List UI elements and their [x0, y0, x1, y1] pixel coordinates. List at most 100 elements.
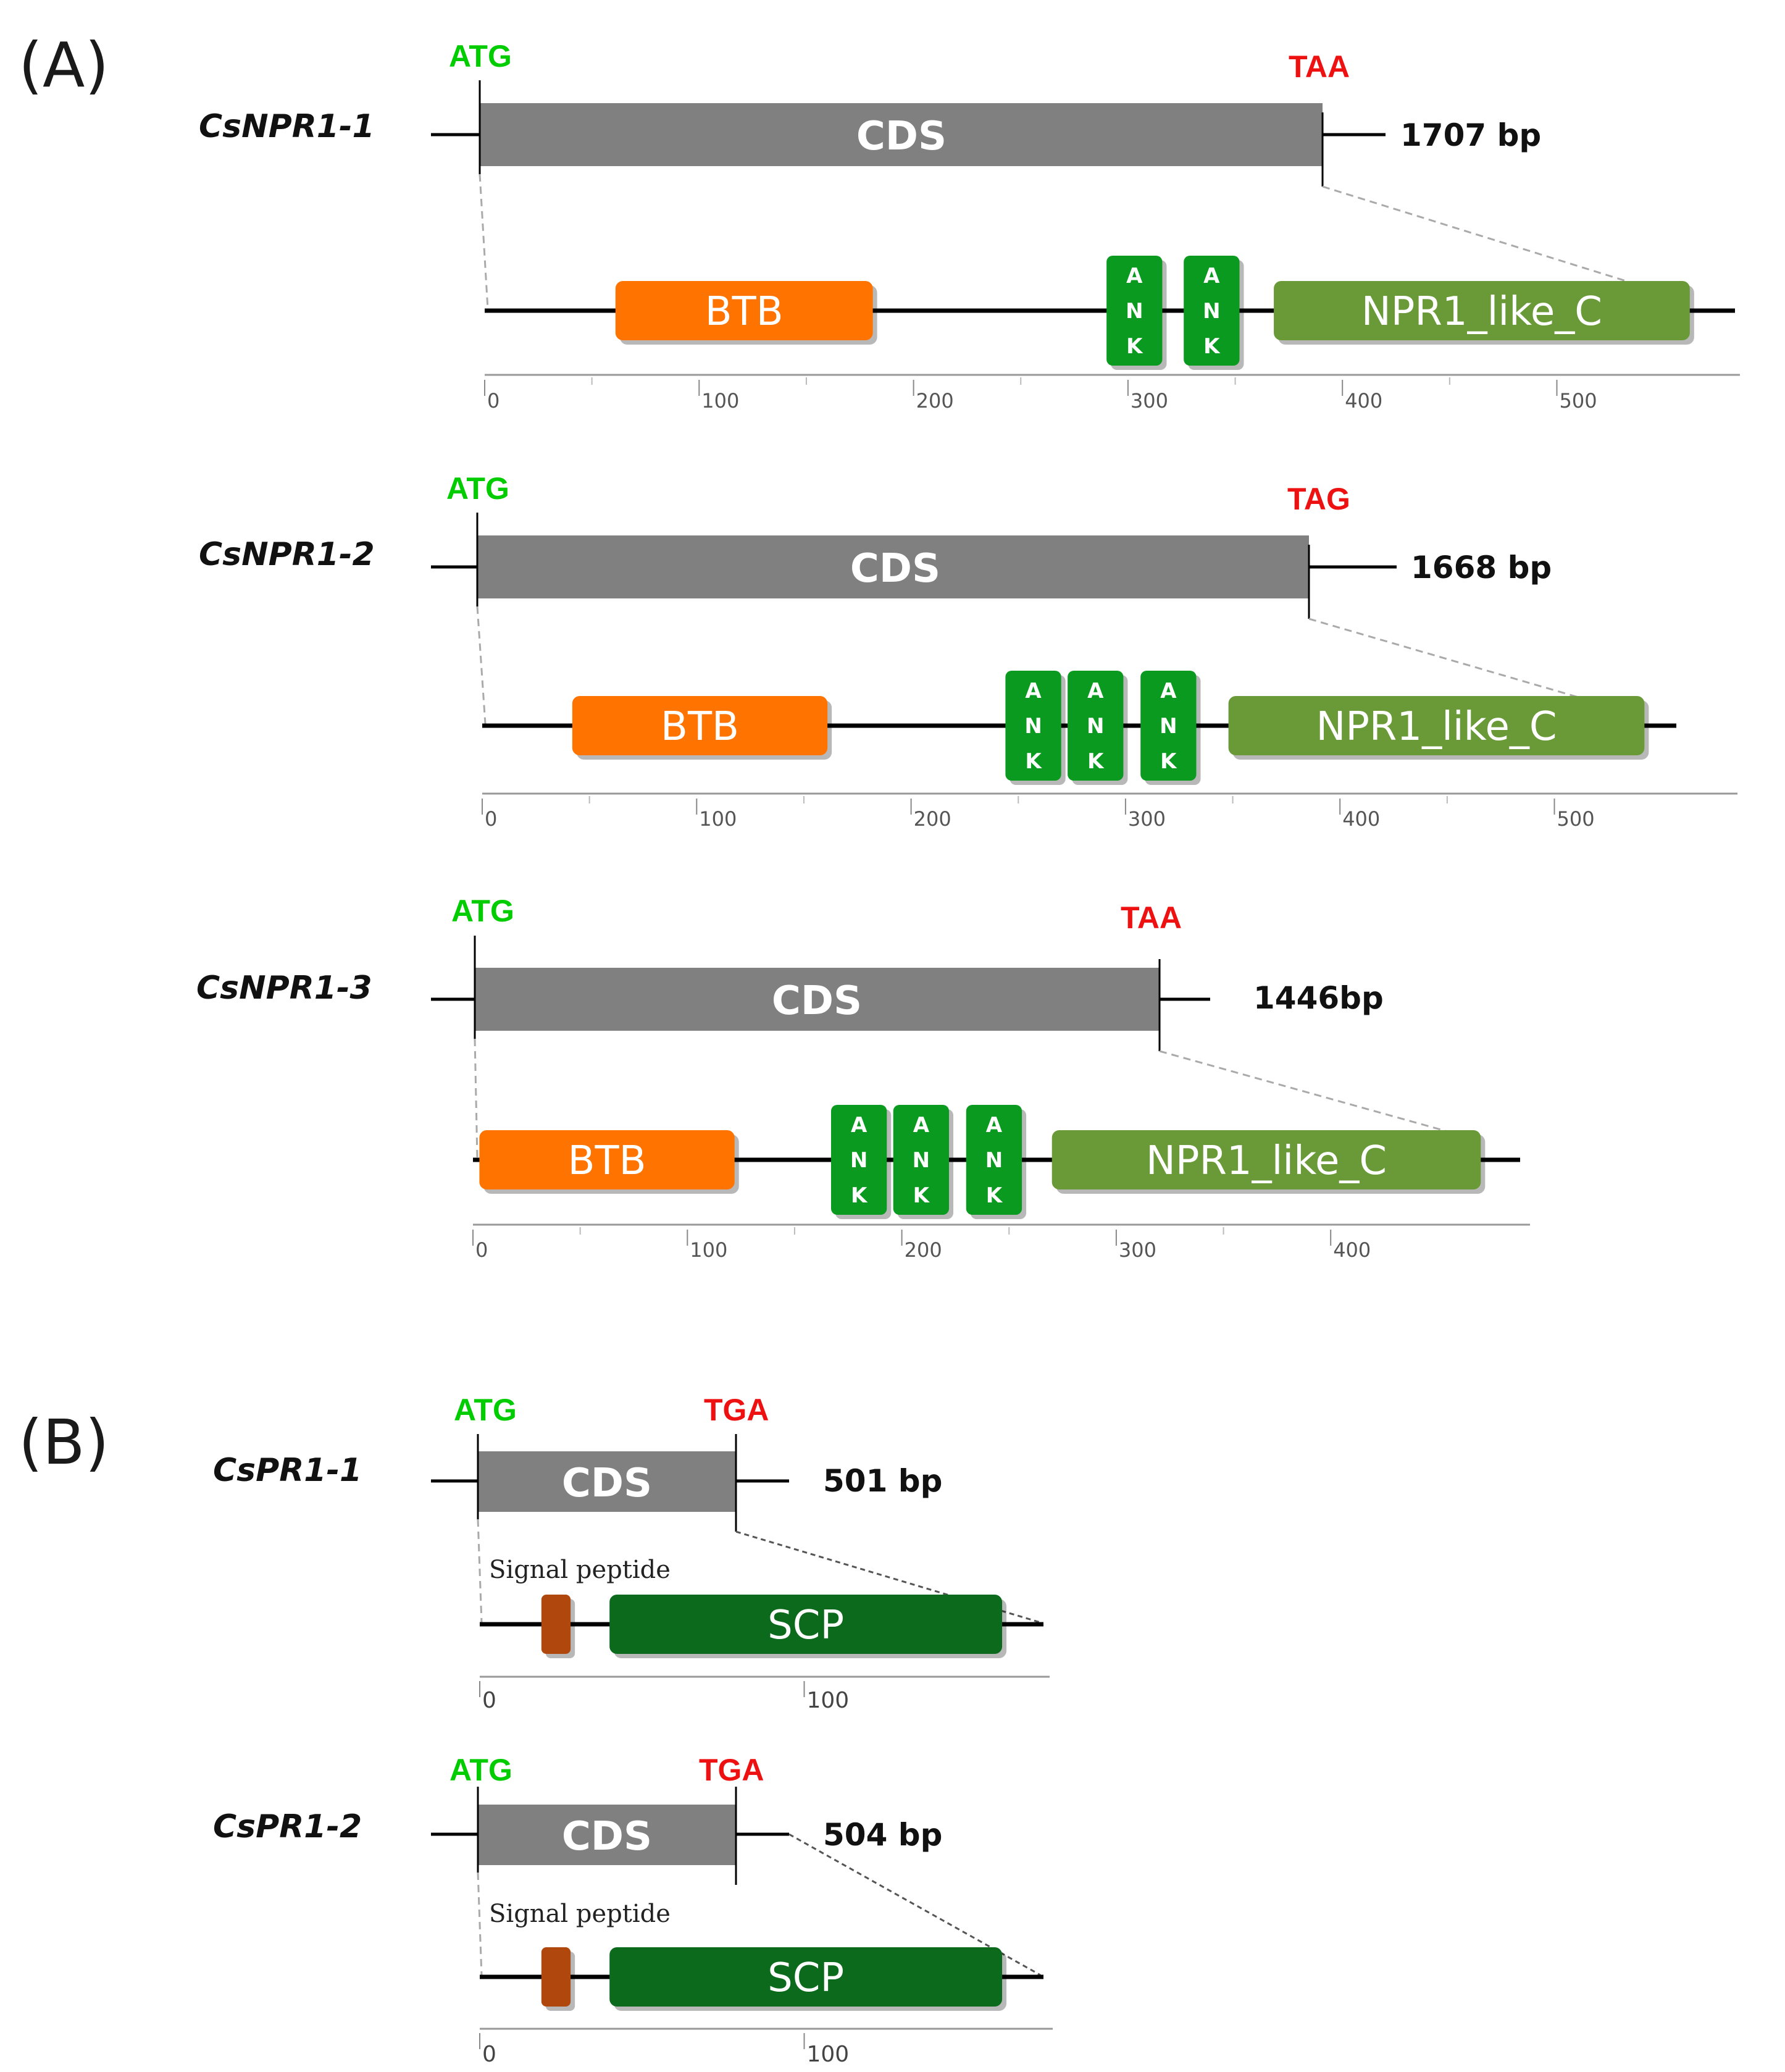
tick-label: 500	[1557, 807, 1595, 831]
domain-label-letter: K	[1025, 749, 1042, 774]
start-codon-label: ATG	[446, 471, 509, 506]
domain-box	[541, 1947, 571, 2007]
domain-label-letter: K	[851, 1183, 868, 1208]
stop-codon-label: TGA	[704, 1393, 769, 1427]
domain-box	[1068, 671, 1124, 781]
tick-label: 0	[475, 1238, 488, 1262]
domain-ank: ANK	[1068, 671, 1128, 785]
zoom-line-end	[1308, 618, 1581, 699]
zoom-line-end	[1159, 1050, 1455, 1135]
domain-label: SCP	[767, 1955, 844, 2001]
tick-label: 100	[701, 389, 739, 413]
domain-label-letter: N	[913, 1148, 930, 1173]
zoom-line-start	[476, 606, 487, 724]
domain-label-letter: N	[1024, 714, 1042, 739]
domain-label-letter: K	[1087, 749, 1105, 774]
cds-bar	[480, 103, 1323, 166]
gene-name: CsNPR1-2	[199, 536, 375, 573]
size-label: 504 bp	[823, 1817, 942, 1853]
zoom-line-end	[735, 1530, 1041, 1624]
domain-npr1-like-c: NPR1_like_C	[1228, 696, 1649, 760]
zoom-line-end	[788, 1833, 1041, 1976]
gene-cspr1-2: CsPR1-2 CDS ATG TGA 504 bp Signal peptid…	[213, 1753, 1053, 2067]
domain-box	[572, 696, 828, 755]
domain-track: SCP	[541, 1947, 1007, 2011]
domain-ank: ANK	[1140, 671, 1201, 785]
zoom-line-start	[479, 174, 489, 309]
domain-ank: ANK	[1005, 671, 1066, 785]
domain-box	[1228, 696, 1645, 755]
domain-label-letter: K	[986, 1183, 1003, 1208]
gene-csnpr1-1: CsNPR1-1 CDS ATG TAA 1707 bp BTBANKANKNP…	[199, 39, 1740, 413]
cds-bar	[478, 1805, 736, 1865]
cds-bar	[475, 968, 1160, 1031]
domain-box	[541, 1595, 571, 1654]
domain-label-letter: A	[1025, 679, 1042, 703]
zoom-line-end	[1322, 185, 1631, 283]
domain-ank: ANK	[966, 1105, 1027, 1219]
cds-label: CDS	[850, 546, 940, 592]
size-label: 1668 bp	[1411, 550, 1552, 585]
domain-label-letter: A	[851, 1113, 867, 1138]
tick-label: 400	[1345, 389, 1382, 413]
domain-box	[1106, 256, 1163, 366]
cds-bar	[477, 535, 1309, 598]
domain-label-letter: A	[986, 1113, 1003, 1138]
domain-signal-peptide	[541, 1595, 575, 1658]
tick-label: 0	[482, 2042, 496, 2067]
domain-ank: ANK	[1184, 256, 1244, 370]
domain-box	[893, 1105, 950, 1215]
stop-codon-label: TAA	[1289, 49, 1350, 84]
domain-npr1-like-c: NPR1_like_C	[1051, 1130, 1486, 1194]
domain-box	[1140, 671, 1197, 781]
cds-label: CDS	[772, 978, 862, 1024]
tick-label: 0	[487, 389, 500, 413]
domain-npr1-like-c: NPR1_like_C	[1274, 281, 1694, 345]
domain-label-letter: K	[1160, 749, 1177, 774]
domain-btb: BTB	[479, 1130, 739, 1194]
domain-label: SCP	[767, 1603, 844, 1648]
size-label: 501 bp	[823, 1463, 942, 1499]
gene-name: CsPR1-2	[213, 1808, 362, 1845]
domain-label-letter: N	[985, 1148, 1003, 1173]
tick-label: 100	[807, 1688, 850, 1713]
panel-label-a: (A)	[19, 29, 109, 101]
domain-label-letter: N	[1126, 299, 1143, 324]
gene-name: CsNPR1-3	[196, 970, 372, 1007]
zoom-line-start	[477, 1872, 483, 1976]
domain-label: NPR1_like_C	[1316, 704, 1557, 750]
zoom-line-start	[477, 1519, 483, 1623]
domain-label-letter: A	[1160, 679, 1177, 703]
domain-box	[609, 1595, 1003, 1654]
gene-name: CsNPR1-1	[199, 108, 375, 145]
domain-box	[1184, 256, 1240, 366]
tick-label: 400	[1333, 1238, 1371, 1262]
domain-label: NPR1_like_C	[1361, 289, 1602, 335]
tick-label: 0	[485, 807, 497, 831]
domain-label: NPR1_like_C	[1146, 1138, 1387, 1184]
domain-scp: SCP	[609, 1947, 1007, 2011]
domain-label-letter: K	[913, 1183, 930, 1208]
domain-box	[609, 1947, 1003, 2007]
start-codon-label: ATG	[451, 894, 514, 928]
size-label: 1446bp	[1253, 980, 1384, 1016]
domain-label: BTB	[568, 1138, 646, 1184]
domain-label-letter: A	[913, 1113, 930, 1138]
domain-ank: ANK	[830, 1105, 892, 1219]
stop-codon-label: TGA	[699, 1753, 764, 1787]
signal-peptide-label: Signal peptide	[489, 1900, 671, 1928]
cds-bar	[478, 1451, 736, 1512]
domain-btb: BTB	[615, 281, 877, 345]
tick-label: 100	[690, 1238, 727, 1262]
tick-label: 200	[916, 389, 954, 413]
stop-codon-label: TAG	[1287, 482, 1350, 516]
domain-label-letter: N	[1160, 714, 1177, 739]
domain-label-letter: N	[1087, 714, 1104, 739]
